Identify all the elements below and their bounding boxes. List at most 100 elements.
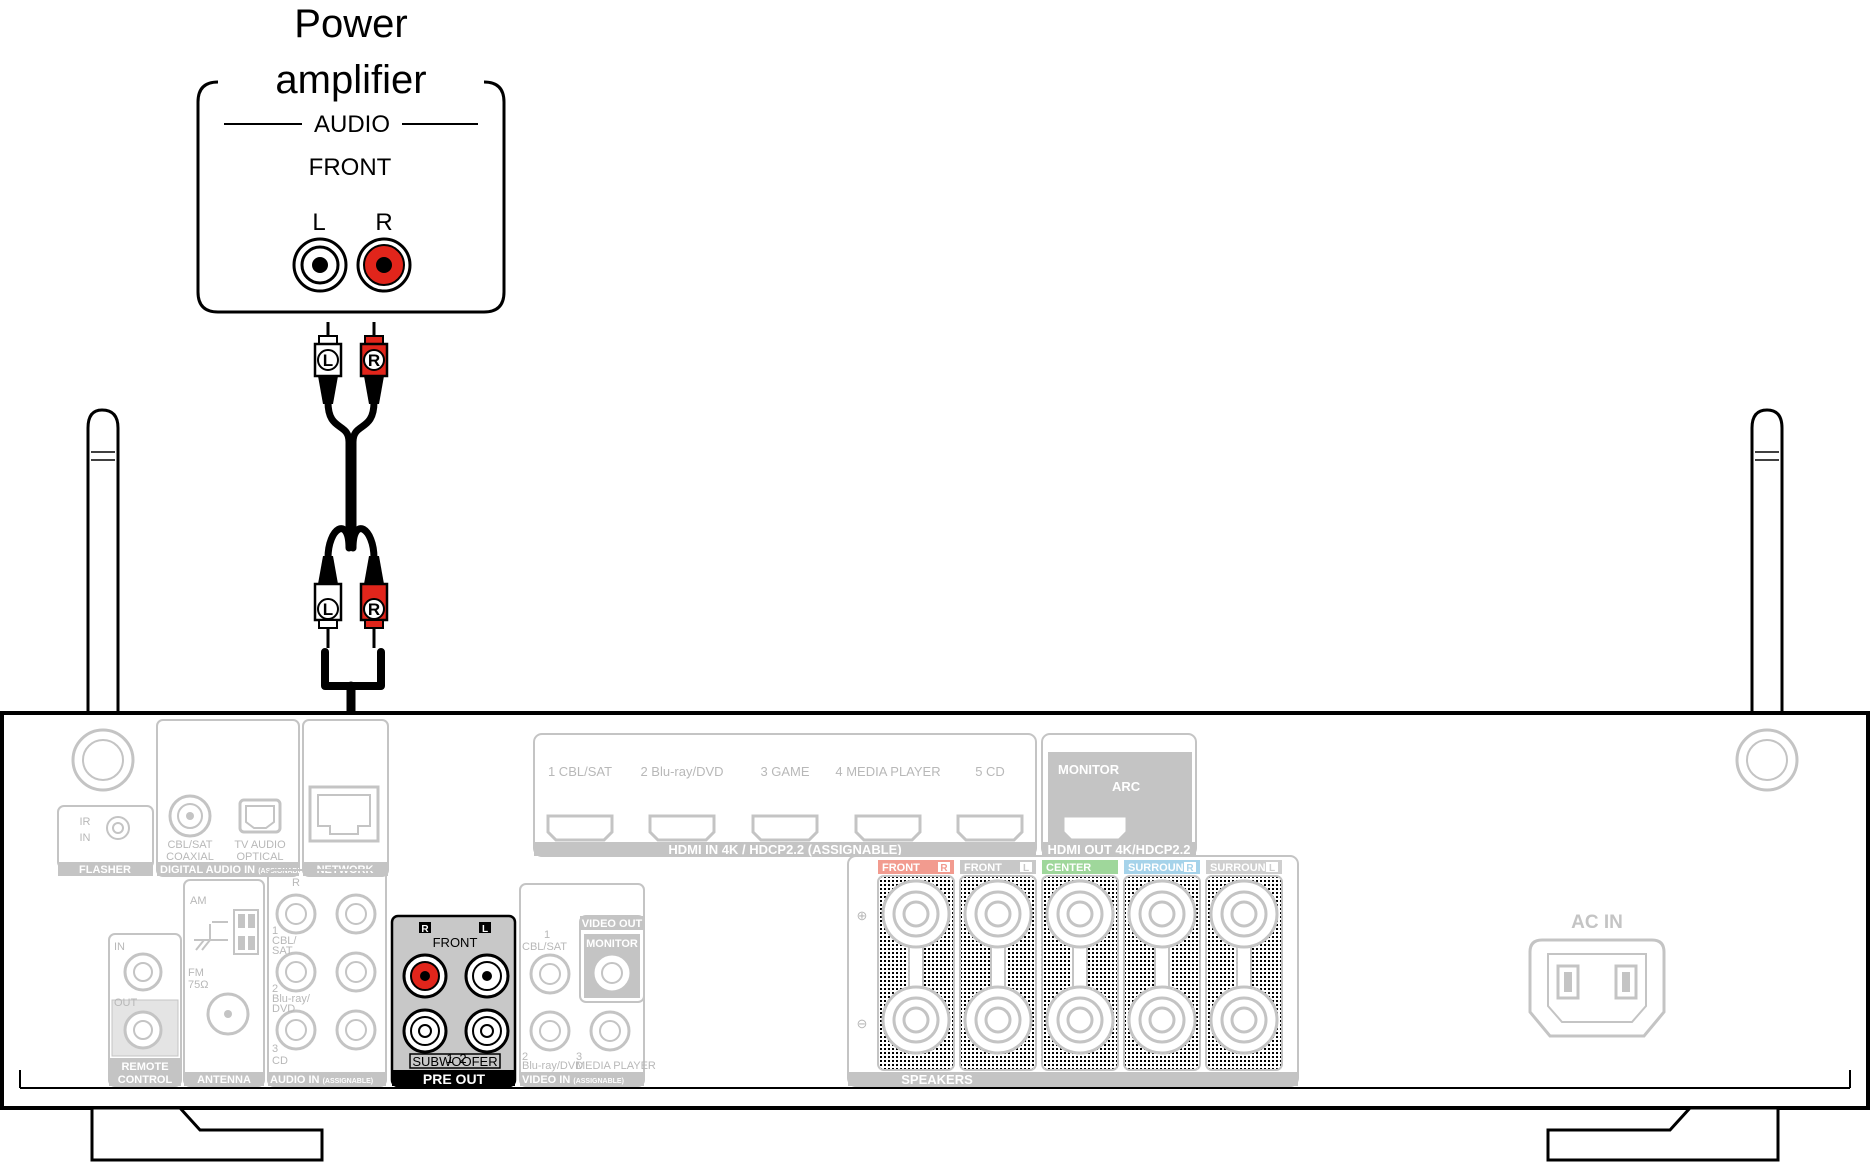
audio-in-3-l[interactable] [335,1009,377,1051]
subwoofer-2-jack[interactable] [464,1008,510,1054]
hdmi-out-panel: MONITOR ARC HDMI OUT 4K/HDCP2.2 [1041,733,1197,857]
speaker-name-center: CENTER [1046,862,1091,874]
speaker-terminal-core-surround-l-minus [1230,1006,1258,1034]
amplifier-title-line2: amplifier [275,58,426,102]
audio-in-src3-a: 3 [272,1043,278,1055]
antenna-label: ANTENNA [197,1074,251,1086]
hdmi-in-4: 4 MEDIA PLAYER [835,764,940,779]
audio-in-2-l[interactable] [335,951,377,993]
hdmi-in-label: HDMI IN 4K / HDCP2.2 (ASSIGNABLE) [668,842,901,857]
hdmi-in-3: 3 GAME [760,764,809,779]
speaker-side-box-surround-l [1266,862,1278,872]
hdmi-in-5-port[interactable] [956,814,1024,842]
digital-audio-label: DIGITAL AUDIO IN (ASSIGNABLE) [160,864,309,876]
cable-bundle-clip [321,648,385,690]
amplifier-left-label: L [312,209,325,236]
coaxial-source: CBL/SAT [167,839,212,851]
subwoofer-1-jack[interactable] [402,1008,448,1054]
audio-in-1-r[interactable] [275,893,317,935]
hdmi-out-port[interactable] [1061,814,1129,842]
pre-out-front-l-jack[interactable] [464,953,510,999]
video-in-src1-b: CBL/SAT [522,941,567,953]
antenna-input-panel: AM FM 75Ω ANTENNA [183,879,265,1087]
hdmi-in-1-port[interactable] [546,814,614,842]
speaker-terminal-core-surround-l-plus [1230,900,1258,928]
audio-in-r: R [292,877,300,889]
subwoofer-label: SUBWOOFER [412,1054,497,1069]
hdmi-out-arc: ARC [1112,779,1141,794]
remote-in: IN [114,941,125,953]
lower-plug-left-label: L [323,600,333,619]
audio-in-src1-a: 1 [272,925,278,937]
speaker-side-surround-r: R [1186,863,1194,874]
remote-out: OUT [114,997,138,1009]
pre-out-front-r-jack[interactable] [402,953,448,999]
audio-in-panel: R 1 CBL/ SAT 2 Blu-ray/ DVD 3 CD AUDIO I… [267,869,387,1087]
pre-out-panel: R L FRONT 1 2 SUBWOOFER PRE OUT [390,914,517,1088]
audio-in-1-l[interactable] [335,893,377,935]
audio-in-src1-c: SAT [272,945,293,957]
upper-plug-right-label: R [368,351,380,370]
hdmi-in-3-port[interactable] [751,814,819,842]
subwoofer-1-label: 1 [446,1051,453,1066]
hdmi-in-5: 5 CD [975,764,1005,779]
video-out-label: VIDEO OUT [582,918,643,930]
subwoofer-2-label: 2 [459,1051,466,1066]
speaker-side-box-front-l [1020,862,1032,872]
cable-left-wire [324,398,353,562]
speaker-tab-surround-l [1206,860,1282,874]
lower-plug-right[interactable]: R [359,556,389,648]
antenna-fm: FM [188,967,204,979]
optical-source: TV AUDIO [234,839,286,851]
amplifier-title-line1: Power [294,2,407,46]
video-in-src2-name: Blu-ray/DVD [522,1060,583,1072]
upper-plug-left[interactable]: L [313,322,343,404]
foot-right [1546,1106,1780,1162]
audio-in-src2-c: DVD [272,1003,295,1015]
pre-out-l: L [482,924,488,935]
speaker-side-surround-l: L [1269,863,1275,874]
ac-inlet[interactable] [1528,938,1666,1038]
speaker-terminal-core-front-l-plus [984,900,1012,928]
video-in-src1-a: 1 [544,929,550,941]
hdmi-in-4-port[interactable] [854,814,922,842]
amplifier-right-label: R [375,209,392,236]
speakers-label: SPEAKERS [901,1072,973,1087]
speaker-terminal-core-front-r-minus [902,1006,930,1034]
speaker-terminal-core-center-minus [1066,1006,1094,1034]
speaker-side-box-front-r [938,862,950,872]
amplifier-jack-right[interactable] [356,237,412,293]
audio-in-src1-b: CBL/ [272,935,297,947]
audio-in-3-r[interactable] [275,1009,317,1051]
remote-control-panel: IN OUT REMOTE CONTROL [108,933,182,1087]
audio-in-2-r[interactable] [275,951,317,993]
hdmi-out-monitor: MONITOR [1058,762,1120,777]
audio-in-src2-b: Blu-ray/ [272,993,311,1005]
antenna-right [1750,408,1784,762]
amplifier-jack-left[interactable] [292,237,348,293]
speaker-terminal-core-surround-r-plus [1148,900,1176,928]
hdmi-in-1: 1 CBL/SAT [548,764,612,779]
video-out-panel: VIDEO OUT MONITOR [579,915,645,1003]
video-in-src2: 2 [522,1051,528,1063]
antenna-am: AM [190,895,207,907]
remote-label-2: CONTROL [118,1074,173,1086]
cable-right-wire [349,398,378,562]
flasher-panel: IR IN FLASHER [57,805,154,876]
video-in-src3-name: MEDIA PLAYER [576,1060,656,1072]
foot-left [90,1106,324,1162]
lower-plug-left[interactable]: L [313,556,343,648]
upper-plug-right[interactable]: R [359,322,389,404]
speaker-name-front-r: FRONT [882,862,920,874]
speaker-name-surround-l: SURROUND [1210,862,1274,874]
speaker-terminal-core-center-plus [1066,900,1094,928]
video-in-panel: 1 CBL/SAT 2 3 Blu-ray/DVD MEDIA PLAYER V… [519,883,656,1087]
hdmi-in-2-port[interactable] [648,814,716,842]
ac-in-panel: AC IN [1528,912,1666,1038]
digital-audio-panel: CBL/SAT TV AUDIO COAXIAL OPTICAL DIGITAL… [156,719,309,877]
lower-plug-right-label: R [368,600,380,619]
pre-out-r: R [421,924,429,935]
audio-in-label: AUDIO IN (ASSIGNABLE) [270,1074,373,1086]
speaker-name-surround-r: SURROUND [1128,862,1192,874]
